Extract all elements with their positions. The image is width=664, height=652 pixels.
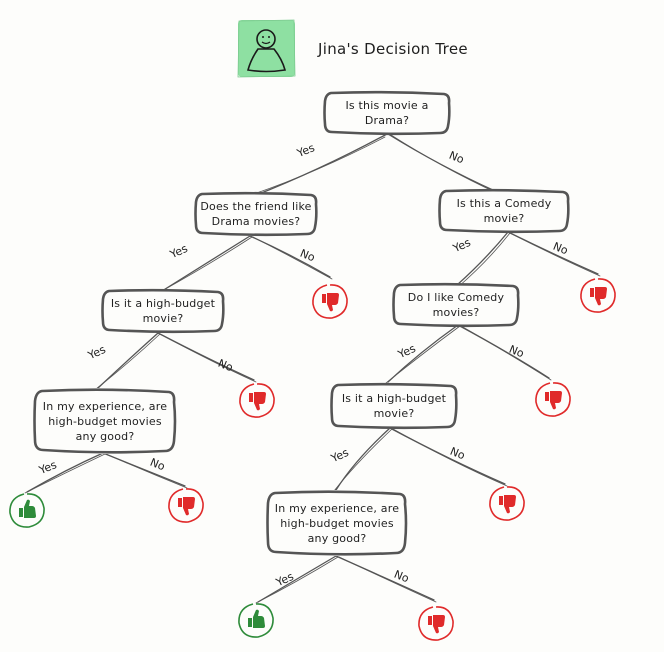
leaf-yes [236, 601, 276, 639]
edge-friend-no-echo [252, 236, 333, 280]
edge-budget-right-no-echo [392, 428, 508, 487]
thumbs-down-icon [535, 382, 571, 417]
edge-root-no [387, 133, 496, 192]
thumbs-up-icon [9, 493, 45, 528]
node-text: Is it a high-budget movie? [110, 297, 216, 325]
edge-friend-yes [161, 235, 251, 292]
edge-comedy-yes [456, 231, 509, 286]
edge-like-yes-echo [385, 325, 461, 384]
edge-budget-left-yes-echo [95, 333, 161, 390]
edge-root-yes-echo [250, 136, 386, 196]
thumbs-up-icon [238, 603, 274, 638]
node-text: Does the friend like Drama movies? [200, 200, 312, 228]
edge-exp-left-no-echo [105, 453, 188, 489]
node-text: Is this movie a Drama? [345, 99, 429, 127]
thumbs-down-icon [168, 488, 204, 523]
edge-comedy-yes-echo [457, 232, 511, 288]
node-text: In my experience, are high-budget movies… [274, 501, 400, 545]
node-text: Is it a high-budget movie? [341, 392, 447, 420]
thumbs-down-icon [312, 284, 348, 319]
edge-comedy-no [507, 231, 599, 275]
edge-exp-right-yes [257, 555, 337, 603]
edge-exp-left-yes [26, 452, 104, 493]
edge-root-no-echo [390, 134, 498, 194]
node-comedy[interactable]: Is this a Comedy movie? [438, 188, 570, 234]
leaf-no [310, 282, 350, 320]
leaf-no [487, 484, 527, 522]
node-budget-left[interactable]: Is it a high-budget movie? [101, 288, 225, 334]
edge-exp-right-no-echo [338, 556, 437, 603]
edge-exp-right-yes-echo [255, 556, 339, 604]
page-title: Jina's Decision Tree [318, 40, 468, 58]
thumbs-down-icon [239, 383, 275, 418]
node-experience-left[interactable]: In my experience, are high-budget movies… [33, 388, 177, 454]
leaf-no [237, 381, 277, 419]
node-root[interactable]: Is this movie a Drama? [323, 90, 451, 136]
node-friend-drama[interactable]: Does the friend like Drama movies? [194, 191, 318, 237]
leaf-no [578, 276, 618, 314]
edge-comedy-no-echo [509, 232, 601, 277]
leaf-no [166, 486, 206, 524]
leaf-no [416, 604, 456, 642]
edge-budget-left-no-echo [159, 333, 257, 383]
edge-budget-left-no [157, 332, 255, 381]
node-text: In my experience, are high-budget movies… [42, 399, 168, 443]
node-experience-right[interactable]: In my experience, are high-budget movies… [266, 490, 408, 556]
thumbs-down-icon [580, 278, 616, 313]
node-text: Do I like Comedy movies? [407, 291, 505, 319]
person-icon [237, 19, 296, 78]
edge-budget-right-yes-echo [333, 428, 393, 492]
edge-root-yes [253, 133, 388, 197]
edge-like-no-echo [460, 325, 552, 381]
leaf-no [533, 380, 573, 418]
avatar [237, 19, 296, 78]
edge-exp-left-yes-echo [24, 453, 106, 494]
node-budget-right[interactable]: Is it a high-budget movie? [330, 382, 458, 430]
edge-friend-yes-echo [159, 236, 253, 293]
node-like-comedy[interactable]: Do I like Comedy movies? [392, 282, 520, 328]
node-text: Is this a Comedy movie? [456, 197, 552, 225]
thumbs-down-icon [489, 486, 525, 521]
thumbs-down-icon [418, 606, 454, 641]
leaf-yes [7, 491, 47, 529]
